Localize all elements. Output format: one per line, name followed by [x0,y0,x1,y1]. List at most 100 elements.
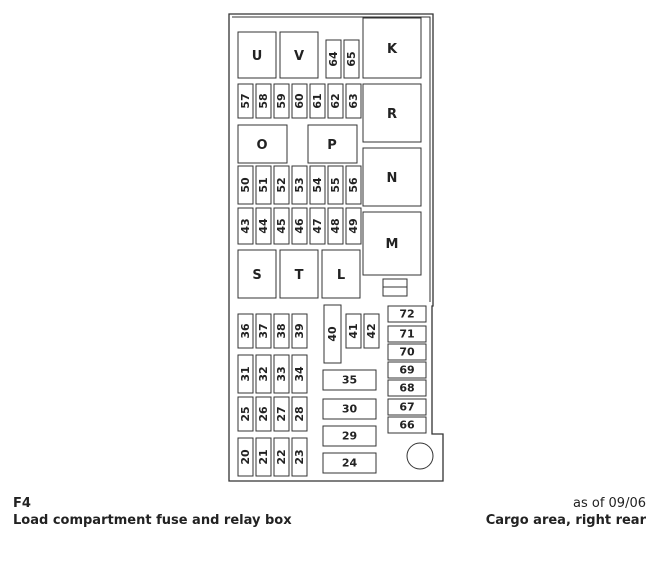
fuse-33: 33 [273,354,290,394]
fuse-23: 23 [291,437,308,477]
relay-S: S [237,249,277,299]
fuse-31: 31 [237,354,254,394]
fuse-label: 24 [342,457,358,470]
fuse-45: 45 [273,207,290,245]
fuse-label: 26 [257,406,270,422]
fuse-22: 22 [273,437,290,477]
fuse-44: 44 [255,207,272,245]
fuse-label: 67 [399,401,414,414]
fuse-20: 20 [237,437,254,477]
fuse-label: 45 [275,218,288,233]
fuse-label: 31 [239,366,252,381]
fuse-41: 41 [345,313,362,349]
fuse-label: 29 [342,430,357,443]
fuse-label: 70 [399,346,415,359]
relay-U: U [237,31,277,79]
fuse-label: 46 [293,218,306,234]
relay-V: V [279,31,319,79]
fuse-label: 43 [239,218,252,233]
fuse-label: 60 [293,93,306,109]
diagram-code: F4 [13,496,31,511]
fuse-box-diagram: U V K R O P N M S T L [228,13,444,482]
fuse-label: 47 [311,218,324,233]
fuse-label: 55 [329,177,342,192]
fuse-60: 60 [291,83,308,119]
fuse-label: 34 [293,366,306,382]
fuse-label: 42 [365,323,378,338]
fuse-49: 49 [345,207,362,245]
fuse-label: 64 [327,51,340,67]
fuse-56: 56 [345,165,362,205]
fuse-label: 59 [275,93,288,108]
relay-label: K [387,42,398,57]
fuse-66: 66 [387,416,427,434]
fuse-29: 29 [322,425,377,447]
fuse-43: 43 [237,207,254,245]
fuse-28: 28 [291,396,308,432]
fuse-label: 37 [257,323,270,338]
fuse-71: 71 [387,325,427,343]
fuse-label: 39 [293,323,306,338]
fuse-69: 69 [387,361,427,379]
box-location: Cargo area, right rear [485,513,646,528]
relay-label: V [294,49,304,64]
fuse-label: 62 [329,93,342,108]
fuse-label: 20 [239,449,252,465]
fuse-label: 56 [347,177,360,193]
fuse-label: 28 [293,406,306,421]
fuse-label: 63 [347,93,360,108]
fuse-label: 48 [329,218,342,233]
fuse-label: 69 [399,364,414,377]
fuse-48: 48 [327,207,344,245]
fuse-50: 50 [237,165,254,205]
fuse-61: 61 [309,83,326,119]
fuse-63: 63 [345,83,362,119]
fuse-40: 40 [323,304,342,364]
fuse-label: 58 [257,93,270,108]
relay-label: U [252,49,263,64]
fuse-52: 52 [273,165,290,205]
fuse-30: 30 [322,398,377,420]
fuse-58: 58 [255,83,272,119]
relay-N: N [362,147,422,207]
fuse-label: 57 [239,93,252,108]
fuse-32: 32 [255,354,272,394]
fuse-label: 44 [257,218,270,234]
fuse-62: 62 [327,83,344,119]
relay-K: K [362,17,422,79]
housing-inner-line [232,16,431,302]
relay-L: L [321,249,361,299]
fuse-59: 59 [273,83,290,119]
fuse-35: 35 [322,369,377,391]
relay-label: P [327,138,337,153]
relay-O: O [237,124,288,164]
fuse-label: 21 [257,449,270,464]
mounting-hole [406,442,434,470]
fuse-label: 66 [399,419,415,432]
fuse-72: 72 [387,305,427,323]
fuse-38: 38 [273,313,290,349]
fuse-label: 52 [275,177,288,192]
fuse-34: 34 [291,354,308,394]
housing-outline [228,13,444,482]
fuse-53: 53 [291,165,308,205]
fuse-26: 26 [255,396,272,432]
relay-P: P [307,124,358,164]
fuse-label: 32 [257,366,270,381]
fuse-46: 46 [291,207,308,245]
fuse-65: 65 [343,39,360,79]
fuse-label: 25 [239,406,252,421]
fuse-label: 65 [345,51,358,66]
fuse-label: 40 [326,326,339,342]
fuse-27: 27 [273,396,290,432]
fuse-64: 64 [325,39,342,79]
fuse-55: 55 [327,165,344,205]
relay-R: R [362,83,422,143]
fuse-67: 67 [387,398,427,416]
fuse-25: 25 [237,396,254,432]
fuse-label: 36 [239,323,252,339]
fuse-label: 50 [239,177,252,193]
fuse-label: 30 [342,403,358,416]
relay-label: L [337,268,345,283]
